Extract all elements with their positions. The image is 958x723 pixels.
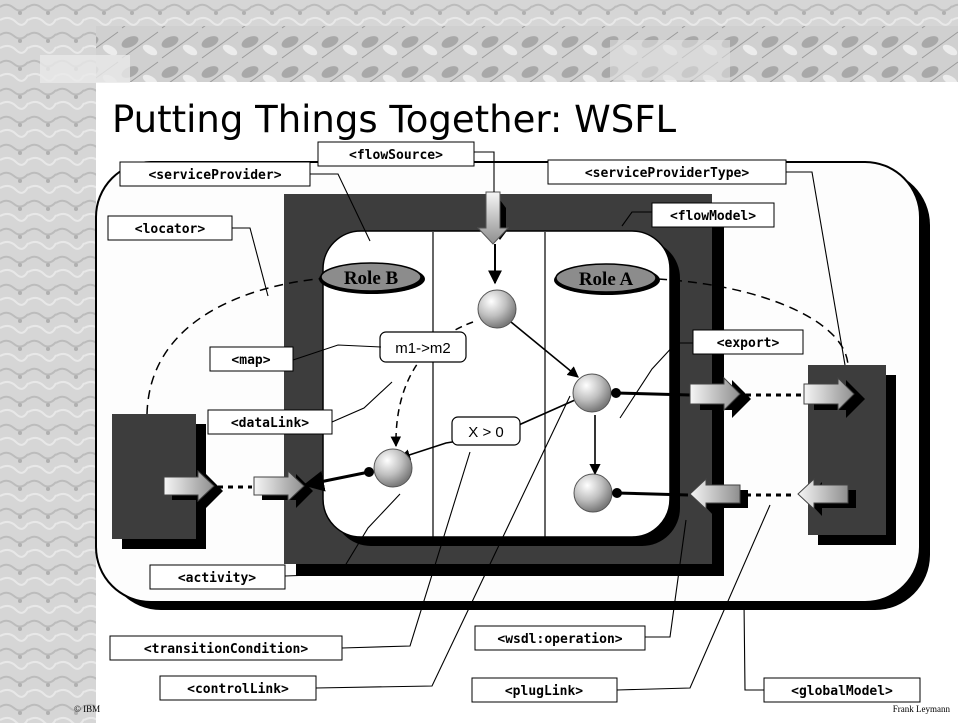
svg-text:<flowModel>: <flowModel> bbox=[670, 209, 756, 224]
tag-flow-source: <flowSource> bbox=[317, 141, 475, 167]
activity-node bbox=[573, 473, 613, 513]
control-link bbox=[510, 321, 579, 378]
port-arrow bbox=[797, 477, 856, 516]
port-arrow bbox=[689, 477, 748, 516]
activity-node bbox=[477, 289, 517, 329]
activity-node bbox=[373, 448, 413, 488]
svg-text:<locator>: <locator> bbox=[135, 222, 206, 237]
tag-service-provider-type: <serviceProviderType> bbox=[547, 159, 787, 185]
export-link bbox=[615, 391, 691, 397]
tag-transition-condition: <transitionCondition> bbox=[109, 635, 343, 661]
flow-source-arrow bbox=[476, 191, 510, 245]
role-b-ellipse bbox=[320, 262, 422, 292]
locator-curve-left bbox=[146, 277, 331, 415]
svg-text:<transitionCondition>: <transitionCondition> bbox=[144, 642, 309, 657]
tag-locator: <locator> bbox=[107, 215, 233, 241]
footer-copyright: © IBM bbox=[74, 704, 100, 714]
tag-map: <map> bbox=[209, 346, 294, 372]
port-arrow bbox=[803, 376, 865, 418]
svg-text:<controlLink>: <controlLink> bbox=[187, 682, 289, 697]
svg-text:<wsdl:operation>: <wsdl:operation> bbox=[497, 632, 622, 647]
header-banner bbox=[96, 26, 958, 82]
port-arrow bbox=[253, 469, 313, 508]
svg-text:<serviceProviderType>: <serviceProviderType> bbox=[585, 166, 750, 181]
tag-plug-link: <plugLink> bbox=[471, 677, 618, 703]
tag-service-provider: <serviceProvider> bbox=[119, 161, 311, 187]
svg-text:<globalModel>: <globalModel> bbox=[791, 684, 893, 699]
svg-text:<map>: <map> bbox=[231, 353, 270, 368]
condition-box bbox=[451, 416, 521, 446]
tag-wsdl-operation: <wsdl:operation> bbox=[474, 625, 646, 651]
leader-lines bbox=[232, 151, 846, 691]
export-link bbox=[616, 491, 689, 497]
export-link bbox=[302, 470, 370, 492]
svg-text:<activity>: <activity> bbox=[178, 571, 256, 586]
footer-author: Frank Leymann bbox=[893, 704, 951, 714]
svg-text:<serviceProvider>: <serviceProvider> bbox=[148, 168, 281, 183]
tag-export: <export> bbox=[692, 329, 804, 355]
port-arrow bbox=[689, 376, 751, 418]
port-arrow bbox=[163, 469, 223, 508]
svg-text:<flowSource>: <flowSource> bbox=[349, 148, 443, 163]
sidebar-texture bbox=[0, 0, 96, 723]
tag-global-model: <globalModel> bbox=[763, 677, 921, 703]
tag-flow-model: <flowModel> bbox=[651, 202, 775, 228]
svg-text:<plugLink>: <plugLink> bbox=[505, 684, 583, 699]
condition-text: X > 0 bbox=[468, 424, 503, 441]
map-value-text: m1->m2 bbox=[395, 340, 450, 357]
svg-text:<dataLink>: <dataLink> bbox=[231, 416, 309, 431]
locator-curve-right bbox=[657, 278, 849, 366]
tag-data-link: <dataLink> bbox=[207, 409, 333, 435]
tag-activity: <activity> bbox=[149, 564, 286, 590]
role-a-ellipse bbox=[555, 263, 657, 293]
activity-node bbox=[572, 373, 612, 413]
tag-control-link: <controlLink> bbox=[159, 675, 317, 701]
data-link bbox=[390, 321, 474, 448]
role-b-label: Role B bbox=[344, 268, 399, 289]
role-a-label: Role A bbox=[579, 269, 634, 290]
page-title: Putting Things Together: WSFL bbox=[112, 98, 676, 141]
svg-text:<export>: <export> bbox=[717, 336, 780, 351]
